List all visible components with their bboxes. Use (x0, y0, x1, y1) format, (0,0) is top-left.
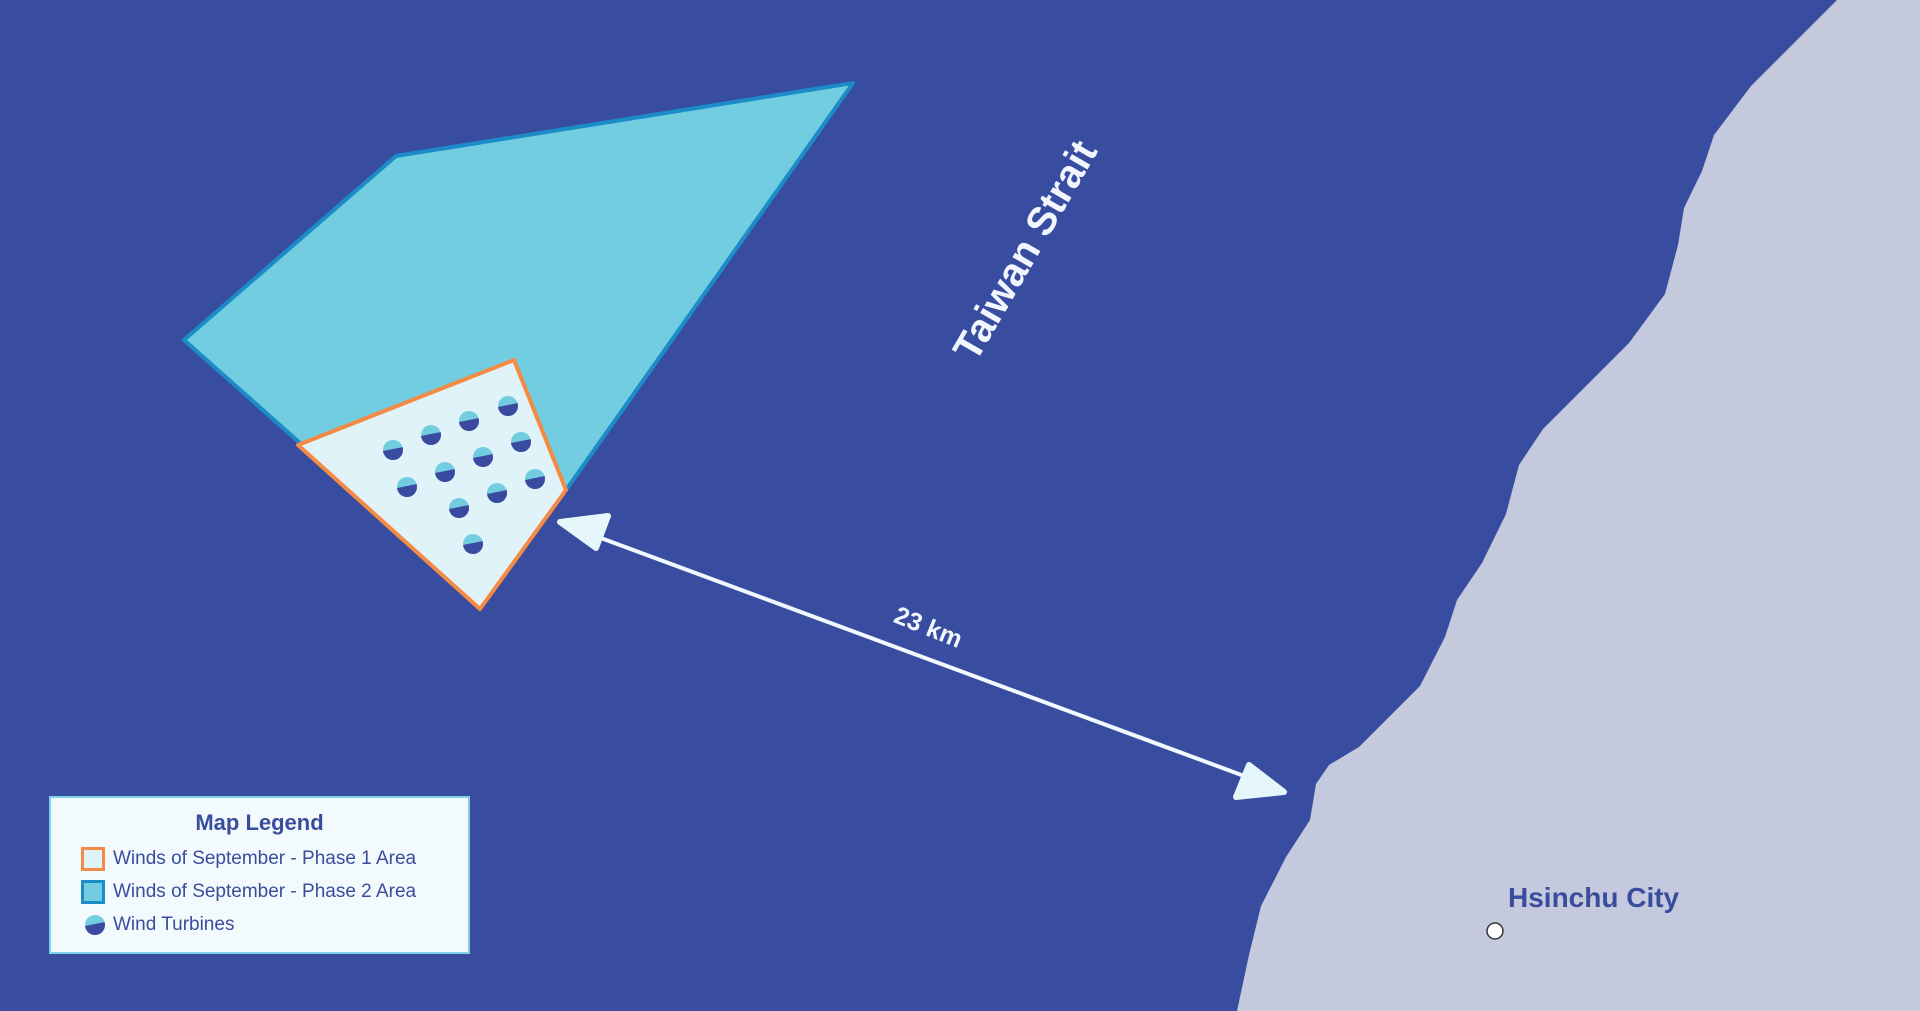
wind-turbine-icon[interactable] (449, 498, 469, 518)
map-legend: Map Legend Winds of September - Phase 1 … (49, 796, 470, 954)
wind-turbine-icon[interactable] (511, 432, 531, 452)
wind-turbine-icon[interactable] (487, 483, 507, 503)
wind-turbine-icon[interactable] (459, 411, 479, 431)
wind-turbine-icon[interactable] (397, 477, 417, 497)
legend-label: Winds of September - Phase 1 Area (113, 847, 417, 869)
hsinchu-city-marker[interactable] (1486, 922, 1504, 940)
wind-turbine-icon[interactable] (421, 425, 441, 445)
legend-item-phase2: Winds of September - Phase 2 Area (51, 875, 468, 908)
phase1-area[interactable] (296, 358, 568, 611)
hsinchu-city-label: Hsinchu City (1508, 882, 1680, 913)
wind-turbine-icon[interactable] (383, 440, 403, 460)
legend-label: Wind Turbines (113, 913, 235, 935)
wind-turbine-icon[interactable] (435, 462, 455, 482)
legend-label: Winds of September - Phase 2 Area (113, 880, 417, 902)
phase1-swatch-icon (81, 846, 105, 871)
phase2-area[interactable] (182, 81, 855, 492)
wind-turbine-icon[interactable] (463, 534, 483, 554)
wind-turbine-icon[interactable] (525, 469, 545, 489)
phase2-swatch-icon (81, 879, 105, 904)
wind-turbine-icon[interactable] (473, 447, 493, 467)
distance-arrow (557, 513, 1287, 800)
land-taiwan (1237, 0, 1920, 1011)
legend-item-phase1: Winds of September - Phase 1 Area (51, 842, 468, 875)
wind-turbine-icon[interactable] (498, 396, 518, 416)
legend-title: Map Legend (195, 810, 324, 835)
legend-item-turbines: Wind Turbines (51, 908, 468, 941)
wind-turbine-icon (85, 914, 105, 935)
